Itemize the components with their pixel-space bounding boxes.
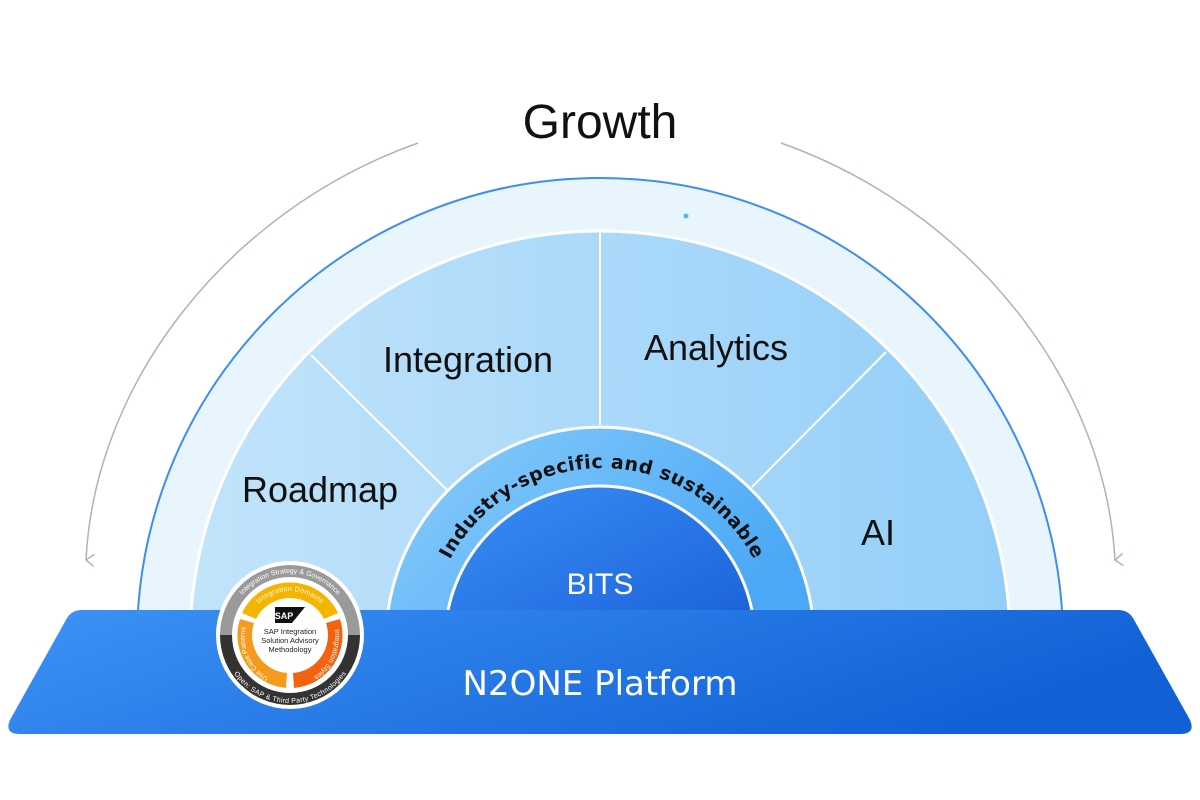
segment-analytics: Analytics: [644, 327, 788, 368]
sap-methodology-badge: Integration Strategy & Governance Open: …: [216, 561, 364, 709]
divider: [310, 354, 448, 491]
segment-roadmap: Roadmap: [242, 469, 398, 510]
growth-arrow-left: [84, 142, 419, 567]
platform-label: N2ONE Platform: [463, 664, 738, 704]
sap-logo: [275, 607, 305, 623]
segment-integration: Integration: [383, 339, 553, 380]
growth-title: Growth: [523, 96, 678, 149]
core-label: BITS: [567, 568, 634, 601]
badge-line: Solution Advisory: [261, 636, 319, 645]
dot: [683, 213, 689, 219]
segment-ai: AI: [861, 512, 895, 553]
badge-line: SAP Integration: [264, 627, 316, 636]
sap-logo-text: SAP: [275, 611, 294, 621]
core-bits: [443, 484, 757, 643]
growth-arrow-right: [780, 142, 1124, 567]
divider: [751, 351, 887, 488]
badge-line: Methodology: [269, 645, 312, 654]
